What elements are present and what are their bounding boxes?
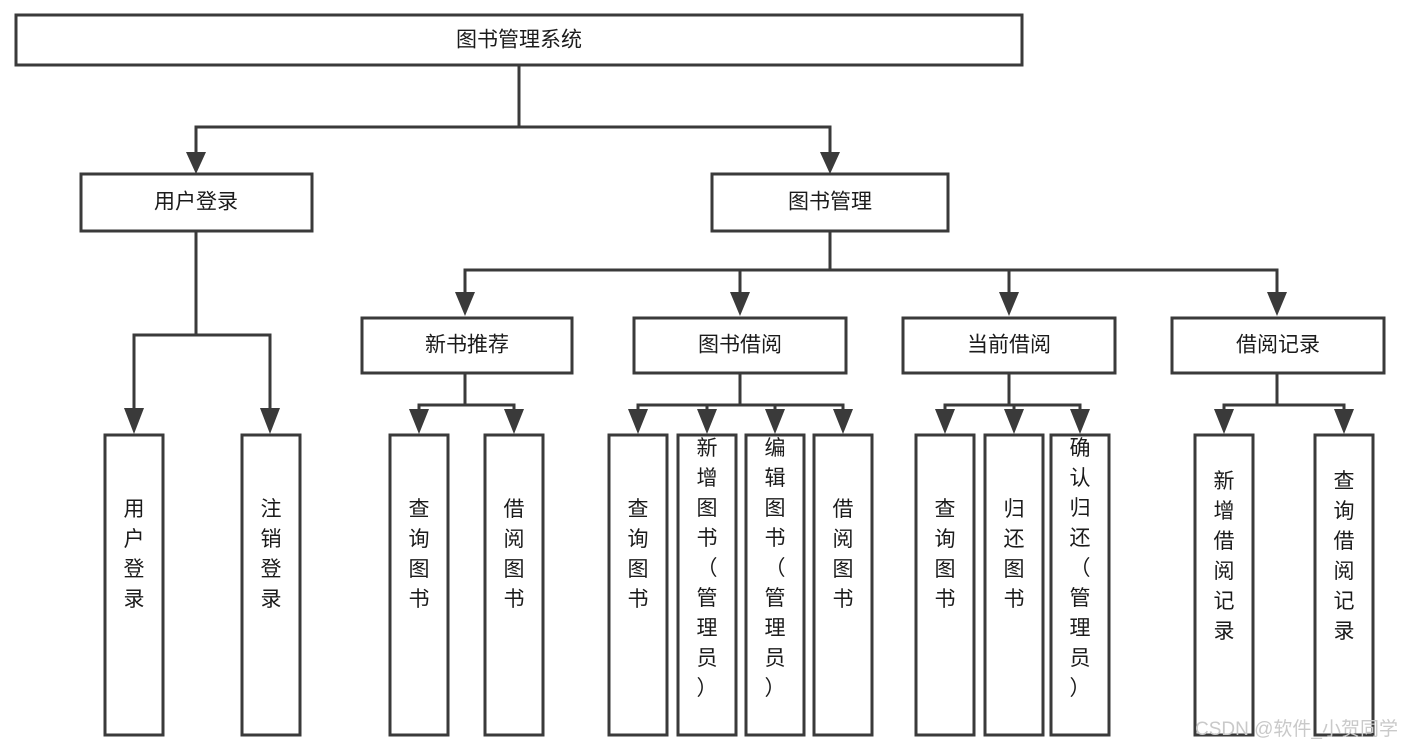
- node-current-borrow-box[interactable]: [901, 316, 1117, 375]
- leaf-br-query-record-label: 查询借阅记录: [1334, 470, 1355, 643]
- node-current-borrow-label: 当前借阅: [967, 334, 1051, 357]
- node-user-login-box[interactable]: [79, 172, 314, 233]
- leaf-node-cb-return-book[interactable]: 归还图书: [983, 433, 1045, 737]
- arrow-head-bb-edit-book: [765, 409, 785, 434]
- node-root-label: 图书管理系统: [456, 29, 582, 52]
- arrow-head-bb-add-book: [697, 409, 717, 434]
- arrow-head-cb-confirm-return: [1070, 409, 1090, 434]
- arrow-head-nb-borrow-book: [504, 409, 524, 434]
- leaf-node-logout[interactable]: 注销登录: [240, 433, 302, 737]
- node-new-book-recommend-box[interactable]: [360, 316, 574, 375]
- node-user-login-label: 用户登录: [154, 191, 238, 214]
- leaf-node-cb-query-book[interactable]: 查询图书: [914, 433, 976, 737]
- node-book-borrow-label: 图书借阅: [698, 334, 782, 357]
- leaf-node-bb-add-book[interactable]: 新增图书（管理员）: [676, 433, 738, 737]
- leaf-nb-borrow-book-box[interactable]: [483, 433, 545, 737]
- leaf-bb-edit-book-label: 编辑图书（管理员）: [765, 437, 786, 700]
- leaf-nb-query-book-label: 查询图书: [409, 498, 430, 611]
- leaf-cb-query-book-label: 查询图书: [935, 498, 956, 611]
- node-book-management-label: 图书管理: [788, 191, 872, 214]
- leaf-cb-confirm-return-label: 确认归还（管理员）: [1070, 437, 1091, 700]
- leaf-bb-borrow-book-box[interactable]: [812, 433, 874, 737]
- leaf-cb-return-book-label: 归还图书: [1004, 498, 1025, 611]
- node-borrow-record-label: 借阅记录: [1236, 334, 1320, 357]
- leaf-br-add-record-label: 新增借阅记录: [1214, 470, 1235, 643]
- leaf-cb-confirm-return-box[interactable]: [1049, 433, 1111, 737]
- leaf-node-br-add-record[interactable]: 新增借阅记录: [1193, 433, 1255, 737]
- arrow-head-cb-return-book: [1004, 409, 1024, 434]
- leaf-user-login-label: 用户登录: [124, 498, 145, 611]
- arrow-head-new-book: [455, 292, 475, 316]
- arrow-head-leaf-logout: [260, 408, 280, 434]
- arrow-head-current-borrow: [999, 292, 1019, 316]
- leaf-node-nb-borrow-book[interactable]: 借阅图书: [483, 433, 545, 737]
- leaf-node-cb-confirm-return[interactable]: 确认归还（管理员）: [1049, 433, 1111, 737]
- leaf-bb-borrow-book-label: 借阅图书: [833, 498, 854, 611]
- leaf-bb-add-book-label: 新增图书（管理员）: [697, 437, 718, 700]
- arrow-head-bb-query-book: [628, 409, 648, 434]
- connector-layer: [124, 63, 1354, 434]
- leaf-bb-add-book-box[interactable]: [676, 433, 738, 737]
- arrow-head-br-query-record: [1334, 409, 1354, 434]
- leaf-br-add-record-box[interactable]: [1193, 433, 1255, 737]
- leaf-node-nb-query-book[interactable]: 查询图书: [388, 433, 450, 737]
- arrow-head-leaf-user-login: [124, 408, 144, 434]
- arrow-head-br-add-record: [1214, 409, 1234, 434]
- leaf-cb-return-book-box[interactable]: [983, 433, 1045, 737]
- leaf-node-bb-borrow-book[interactable]: 借阅图书: [812, 433, 874, 737]
- node-book-management-box[interactable]: [710, 172, 950, 233]
- leaf-bb-edit-book-box[interactable]: [744, 433, 806, 737]
- node-root-book-management-system[interactable]: 图书管理系统: [14, 13, 1024, 67]
- leaf-user-login-box[interactable]: [103, 433, 165, 737]
- arrow-head-book-mgmt: [820, 152, 840, 174]
- node-book-borrow[interactable]: 图书借阅: [632, 316, 848, 375]
- node-user-login[interactable]: 用户登录: [79, 172, 314, 233]
- node-new-book-recommend-label: 新书推荐: [425, 334, 509, 357]
- leaf-nb-borrow-book-label: 借阅图书: [504, 498, 525, 611]
- leaf-node-bb-edit-book[interactable]: 编辑图书（管理员）: [744, 433, 806, 737]
- arrow-head-bb-borrow-book: [833, 409, 853, 434]
- arrow-head-user-login: [186, 152, 206, 174]
- leaf-br-query-record-box[interactable]: [1313, 433, 1375, 737]
- arrow-head-nb-query-book: [409, 409, 429, 434]
- node-root-box[interactable]: [14, 13, 1024, 67]
- leaf-nb-query-book-box[interactable]: [388, 433, 450, 737]
- leaf-node-bb-query-book[interactable]: 查询图书: [607, 433, 669, 737]
- leaf-node-br-query-record[interactable]: 查询借阅记录: [1313, 433, 1375, 737]
- arrow-head-borrow-record: [1267, 292, 1287, 316]
- watermark-text: CSDN @软件_小贺同学: [1195, 718, 1398, 740]
- node-new-book-recommend[interactable]: 新书推荐: [360, 316, 574, 375]
- node-current-borrow[interactable]: 当前借阅: [901, 316, 1117, 375]
- leaf-logout-box[interactable]: [240, 433, 302, 737]
- leaf-bb-query-book-label: 查询图书: [628, 498, 649, 611]
- arrow-head-book-borrow: [730, 292, 750, 316]
- arrow-head-cb-query-book: [935, 409, 955, 434]
- leaf-bb-query-book-box[interactable]: [607, 433, 669, 737]
- leaf-logout-label: 注销登录: [261, 498, 282, 611]
- leaf-cb-query-book-box[interactable]: [914, 433, 976, 737]
- node-borrow-record[interactable]: 借阅记录: [1170, 316, 1386, 375]
- node-book-borrow-box[interactable]: [632, 316, 848, 375]
- node-borrow-record-box[interactable]: [1170, 316, 1386, 375]
- leaf-node-user-login[interactable]: 用户登录: [103, 433, 165, 737]
- node-book-management[interactable]: 图书管理: [710, 172, 950, 233]
